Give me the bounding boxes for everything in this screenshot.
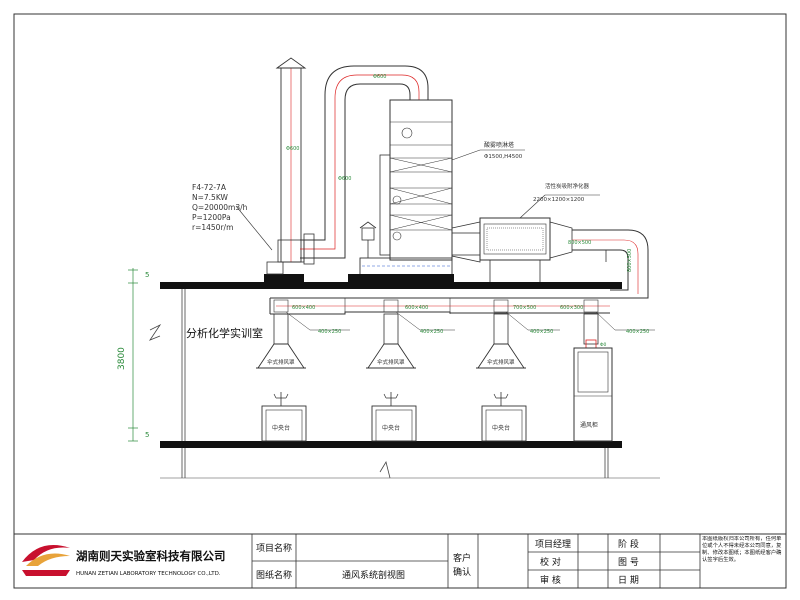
company-logo-icon bbox=[22, 545, 70, 576]
fume-cabinet-label: 通风柜 bbox=[580, 421, 598, 429]
hood-label-2: 伞式排风罩 bbox=[377, 358, 405, 366]
bench-label-3: 中央台 bbox=[492, 424, 510, 432]
carbon-dims: 2200×1200×1200 bbox=[533, 197, 585, 203]
right-pipe-size-label: 800×500 bbox=[568, 240, 591, 246]
bench-label-2: 中央台 bbox=[382, 424, 400, 432]
branch-label-1: 400×250 bbox=[318, 329, 341, 335]
hood-bench-unit-3: 伞式排风罩 中央台 bbox=[476, 313, 527, 442]
main-duct-label-2: 600×400 bbox=[405, 305, 428, 311]
rise-duct-size-label: 800×500 bbox=[627, 249, 633, 272]
title-block: 湖南则天实验室科技有限公司 HUNAN ZETIAN LABORATORY TE… bbox=[13, 533, 787, 589]
hood-label-3: 伞式排风罩 bbox=[487, 358, 515, 366]
hood-label-1: 伞式排风罩 bbox=[267, 358, 295, 366]
branch-labels: 400×250 400×250 400×250 400×250 bbox=[285, 311, 655, 335]
fan-motor bbox=[266, 261, 284, 275]
fan-power: N=7.5KW bbox=[192, 193, 228, 202]
client-confirm-1: 客户 bbox=[453, 552, 471, 564]
hood-bench-unit-2: 伞式排风罩 中央台 bbox=[366, 313, 417, 442]
height-dimension-text: 3800 bbox=[117, 347, 127, 370]
scrubber-dims: Φ1500,H4500 bbox=[484, 154, 523, 160]
room-label: 分析化学实训室 bbox=[186, 326, 263, 340]
fan-pressure: P=1200Pa bbox=[192, 213, 231, 222]
drawing-name-label: 图纸名称 bbox=[256, 569, 292, 581]
fan-spec: F4-72-7A N=7.5KW Q=20000m3/h P=1200Pa r=… bbox=[192, 183, 248, 232]
branch-label-3: 400×250 bbox=[530, 329, 553, 335]
scrubber-label: 酸雾喷淋塔 bbox=[484, 141, 514, 149]
exhaust-chimney: Φ600 bbox=[275, 57, 307, 263]
fume-cabinet: Φ0 通风柜 bbox=[573, 313, 613, 442]
lower-floor-slab bbox=[160, 441, 622, 448]
branch-label-4: 400×250 bbox=[626, 329, 649, 335]
main-duct-label-3: 700×500 bbox=[513, 305, 536, 311]
hood-bench-unit-1: 伞式排风罩 中央台 bbox=[256, 313, 307, 442]
checker-label: 校 对 bbox=[540, 556, 561, 568]
loop-size-label: Φ600 bbox=[373, 74, 386, 80]
company-name-cn: 湖南则天实验室科技有限公司 bbox=[76, 549, 226, 563]
chimney-size-label: Φ600 bbox=[286, 146, 299, 152]
date-label: 日 期 bbox=[618, 575, 639, 586]
project-manager-label: 项目经理 bbox=[535, 538, 571, 550]
branch-label-2: 400×250 bbox=[420, 329, 443, 335]
company-name-en: HUNAN ZETIAN LABORATORY TECHNOLOGY CO.,L… bbox=[76, 571, 221, 577]
base-thickness-text: 5 bbox=[145, 431, 149, 439]
client-confirm-2: 确认 bbox=[453, 566, 471, 578]
activated-carbon-filter bbox=[451, 217, 573, 282]
tower-outlet-duct bbox=[451, 232, 481, 256]
fume-duct-label: Φ0 bbox=[600, 342, 607, 348]
drawing-name-value: 通风系统剖视图 bbox=[342, 569, 405, 581]
project-name-label: 项目名称 bbox=[256, 542, 292, 554]
stage-label: 阶 段 bbox=[618, 538, 639, 550]
main-exhaust-duct: 600×400 600×400 700×500 600×300 bbox=[269, 297, 610, 315]
fan-speed: r=1450r/m bbox=[192, 223, 233, 232]
tower-pipe-size-label: Φ600 bbox=[338, 176, 351, 182]
upper-floor-slab bbox=[160, 282, 622, 289]
reviewer-label: 审 核 bbox=[540, 574, 561, 586]
main-duct-label-1: 600×400 bbox=[292, 305, 315, 311]
drawing-no-label: 图 号 bbox=[618, 557, 639, 568]
bench-label-1: 中央台 bbox=[272, 424, 290, 432]
main-duct-label-4: 600×300 bbox=[560, 305, 583, 311]
fan-model: F4-72-7A bbox=[192, 183, 227, 192]
slab-thickness-text: 5 bbox=[145, 271, 149, 279]
spray-scrubber-tower bbox=[348, 99, 454, 282]
copyright-note: 本图纸版权归本公司所有，任何单位或个人不得未经本公司同意，复制、修改本图纸；本图… bbox=[702, 536, 781, 563]
loop-duct: Φ600 Φ600 bbox=[300, 65, 429, 265]
right-riser-duct: 800×500 800×500 bbox=[568, 229, 649, 299]
carbon-label: 活性炭吸附净化器 bbox=[545, 182, 590, 190]
fan-flow: Q=20000m3/h bbox=[192, 203, 248, 212]
fan-base bbox=[264, 274, 304, 282]
